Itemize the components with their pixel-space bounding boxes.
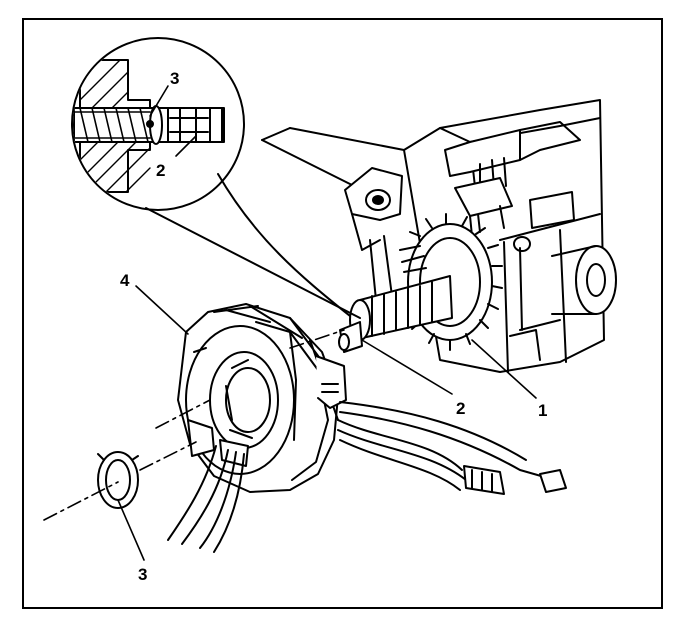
clockspring-coil <box>177 303 347 493</box>
callout-inset-retainer: 3 <box>170 69 179 88</box>
callout-shaft: 2 <box>456 399 465 418</box>
steering-column-housing <box>261 99 617 373</box>
callout-housing: 1 <box>538 401 547 420</box>
wire-harness <box>167 401 567 553</box>
callout-inset-shaft: 2 <box>156 161 165 180</box>
assembly-centerline <box>43 329 345 521</box>
callout-leaders <box>117 85 537 561</box>
callout-retainer: 3 <box>138 565 147 584</box>
detail-inset <box>71 37 361 319</box>
callout-coil: 4 <box>120 271 130 290</box>
